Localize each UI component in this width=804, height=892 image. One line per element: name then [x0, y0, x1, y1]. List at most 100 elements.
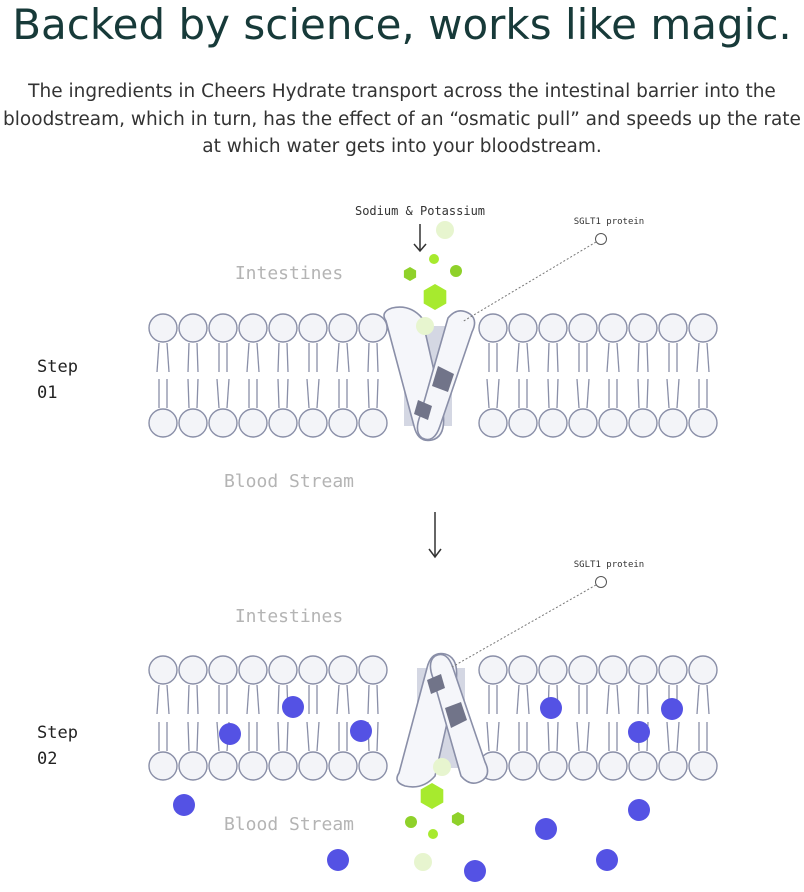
lipid-tail	[286, 721, 289, 752]
lipid-head	[148, 408, 178, 438]
lipid-tail	[637, 378, 640, 409]
lipid-tail	[256, 342, 260, 373]
lipid-tail	[606, 684, 610, 715]
lipid-tail	[547, 342, 550, 373]
lipid-head	[268, 408, 298, 438]
membrane-step-2	[148, 652, 718, 882]
lipid-tail	[616, 342, 620, 373]
lipid-head	[538, 751, 568, 781]
lipid-tail	[286, 378, 289, 409]
water-molecule	[219, 723, 241, 745]
lipid-tail	[286, 342, 289, 373]
binding-site	[445, 702, 467, 728]
lipid-head	[178, 655, 208, 685]
sodium-molecule	[423, 284, 447, 310]
binding-site	[432, 366, 454, 392]
lipid-tail	[556, 721, 559, 752]
arrowhead-icon	[413, 243, 427, 253]
step-2-word: Step	[37, 723, 78, 743]
lipid-tail	[516, 342, 520, 373]
lipid-head	[358, 313, 388, 343]
water-molecule	[596, 849, 618, 871]
lipid-head	[508, 408, 538, 438]
lipid-tail	[576, 378, 580, 409]
lipid-head	[598, 408, 628, 438]
lipid-head	[628, 751, 658, 781]
lipid-head	[478, 313, 508, 343]
glucose-molecule	[433, 758, 451, 776]
lipid-tail	[196, 342, 199, 373]
binding-site	[414, 400, 432, 420]
lipid-head	[508, 751, 538, 781]
water-molecule	[661, 698, 683, 720]
lipid-head	[268, 655, 298, 685]
lipid-tail	[547, 721, 550, 752]
lipid-head	[238, 313, 268, 343]
lipid-tail	[216, 378, 220, 409]
lipid-head	[628, 313, 658, 343]
lipid-head	[478, 655, 508, 685]
lipid-tail	[676, 721, 680, 752]
lipid-head	[358, 408, 388, 438]
water-molecule	[173, 794, 195, 816]
lipid-head	[238, 408, 268, 438]
lipid-tail	[516, 684, 520, 715]
lipid-tail	[156, 342, 160, 373]
lipid-tail	[496, 721, 500, 752]
lipid-tail	[156, 684, 160, 715]
lipid-tail	[256, 684, 260, 715]
lipid-tail	[676, 378, 680, 409]
lipid-tail	[556, 342, 559, 373]
water-molecule	[327, 849, 349, 871]
lipid-head	[658, 751, 688, 781]
step-1-number: 01	[37, 383, 57, 403]
lipid-tail	[696, 342, 700, 373]
lipid-head	[658, 313, 688, 343]
lipid-tail	[166, 684, 170, 715]
lipid-tail	[187, 721, 190, 752]
lipid-tail	[346, 684, 350, 715]
glucose-molecule	[436, 221, 454, 239]
sodium-molecule	[420, 783, 444, 809]
lipid-head	[208, 655, 238, 685]
lipid-head	[328, 655, 358, 685]
lipid-tail	[277, 342, 280, 373]
lipid-head	[658, 655, 688, 685]
sodium-potassium-label: Sodium & Potassium	[355, 204, 485, 218]
lipid-tail	[526, 684, 530, 715]
lipid-tail	[306, 721, 310, 752]
lipid-head	[178, 751, 208, 781]
sglt1-protein	[396, 652, 489, 788]
lipid-head	[508, 655, 538, 685]
lipid-tail	[216, 721, 220, 752]
lipid-head	[688, 313, 718, 343]
lipid-tail	[706, 684, 710, 715]
lipid-head	[208, 313, 238, 343]
lipid-tail	[277, 721, 280, 752]
glucose-molecule	[414, 853, 432, 871]
lipid-head	[358, 655, 388, 685]
lipid-head	[148, 655, 178, 685]
sglt1-protein	[383, 306, 476, 442]
callout-line-2	[451, 584, 597, 668]
lipid-tail	[316, 378, 320, 409]
lipid-tail	[367, 342, 370, 373]
water-molecule	[350, 720, 372, 742]
lipid-tail	[616, 684, 620, 715]
water-molecule	[464, 860, 486, 882]
lipid-tail	[187, 378, 190, 409]
lipid-tail	[666, 378, 670, 409]
lipid-head	[628, 655, 658, 685]
lipid-tail	[306, 378, 310, 409]
lipid-tail	[646, 378, 649, 409]
callout-line-1	[461, 241, 597, 323]
page-title: Backed by science, works like magic.	[12, 0, 792, 49]
lipid-tail	[376, 721, 379, 752]
glucose-molecule	[416, 317, 434, 335]
glucose-molecule	[450, 265, 462, 277]
lipid-head	[568, 408, 598, 438]
sglt1-protein-label-1: SGLT1 protein	[574, 217, 644, 227]
intestines-label-1: Intestines	[235, 263, 343, 284]
lipid-head	[238, 751, 268, 781]
lipid-tail	[696, 684, 700, 715]
